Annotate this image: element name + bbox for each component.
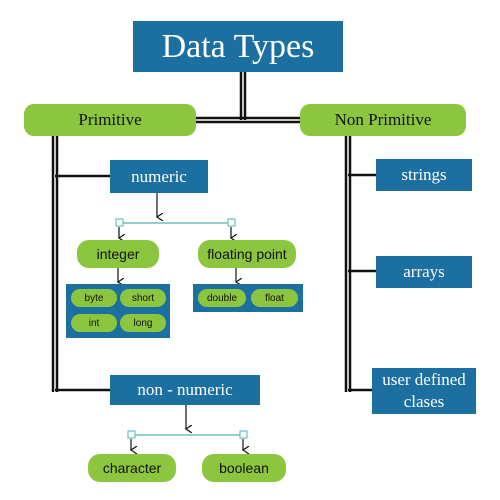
integer-type-label: long	[133, 317, 153, 329]
integer-type-byte: byte	[71, 289, 117, 307]
strings-label: strings	[401, 165, 447, 184]
integer-type-label: int	[88, 317, 100, 329]
floating-type-double: double	[198, 289, 246, 307]
integer-label: integer	[96, 246, 140, 262]
primitive-label: Primitive	[78, 110, 142, 129]
integer-type-label: byte	[84, 292, 104, 304]
strings-node: strings	[376, 159, 472, 191]
floating-type-float: float	[251, 289, 298, 307]
integer-type-long: long	[120, 314, 166, 332]
non-primitive-node: Non Primitive	[300, 104, 466, 136]
non-primitive-trunk	[344, 136, 376, 392]
character-label: character	[102, 460, 162, 476]
arrays-label: arrays	[403, 262, 445, 281]
primitive-trunk	[51, 136, 110, 392]
integer-type-int: int	[71, 314, 117, 332]
floating-point-label: floating point	[207, 246, 287, 262]
integer-type-label: short	[131, 292, 155, 304]
numeric-label: numeric	[131, 166, 187, 186]
user-defined-label-line2: clases	[403, 392, 445, 411]
non-numeric-branch	[127, 405, 247, 450]
non-primitive-label: Non Primitive	[334, 110, 432, 129]
floating-type-label: double	[206, 292, 238, 304]
title-box: Data Types	[133, 21, 343, 72]
floating-type-label: float	[265, 292, 284, 304]
floating-point-node: floating point	[198, 240, 296, 268]
user-defined-classes-node: user defined clases	[372, 368, 476, 414]
integer-type-short: short	[120, 289, 166, 307]
numeric-branch	[115, 193, 236, 282]
non-numeric-label: non - numeric	[137, 380, 233, 399]
character-node: character	[88, 454, 176, 482]
boolean-label: boolean	[219, 460, 269, 476]
user-defined-label-line1: user defined	[382, 370, 466, 389]
arrays-node: arrays	[376, 256, 472, 288]
page-title: Data Types	[161, 27, 315, 65]
numeric-node: numeric	[110, 160, 208, 193]
primitive-node: Primitive	[24, 104, 196, 136]
boolean-node: boolean	[202, 454, 286, 482]
integer-node: integer	[77, 240, 159, 268]
non-numeric-node: non - numeric	[110, 375, 260, 405]
